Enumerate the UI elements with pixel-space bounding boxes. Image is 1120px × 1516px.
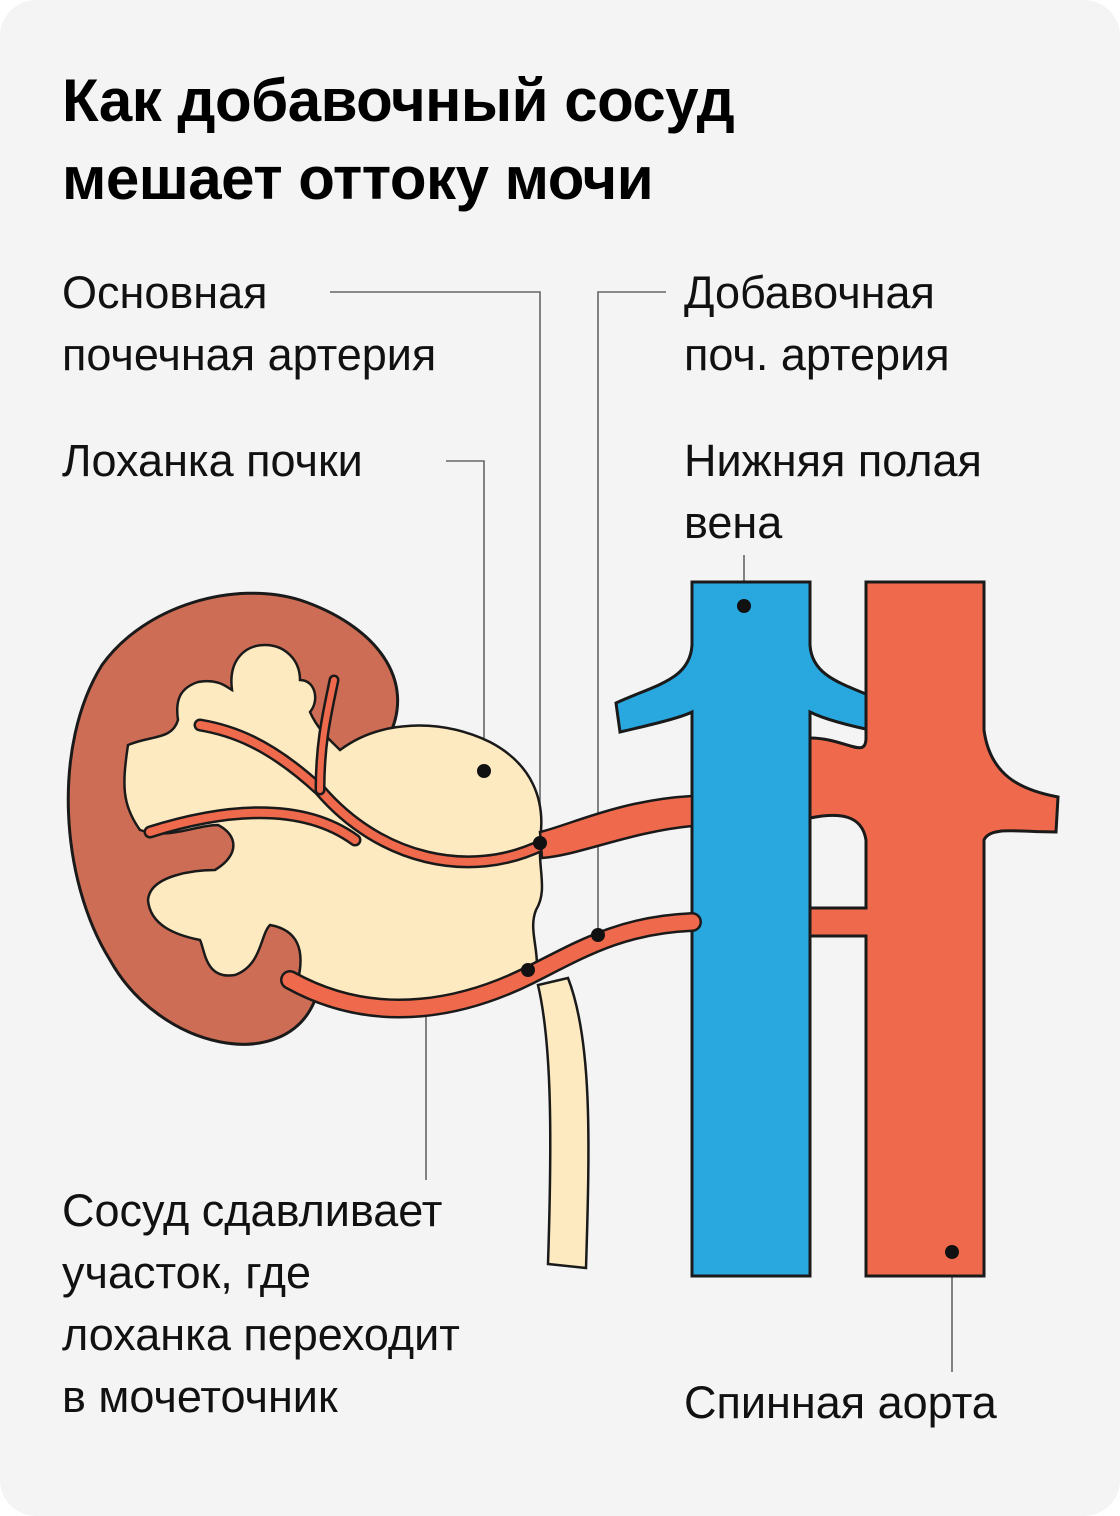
dot-renal-pelvis [477,764,491,778]
main-renal-artery [538,794,694,860]
label-line: Основная [62,267,268,318]
label-line: в мочеточник [62,1371,338,1422]
dot-accessory-artery [591,928,605,942]
page-title: Как добавочный сосуд мешает оттоку мочи [62,62,1062,218]
dot-vena-cava [737,599,751,613]
artery-branches [143,674,549,869]
dot-compression [521,963,535,977]
label-line: лоханка переходит [62,1309,460,1360]
label-compression: Сосуд сдавливает участок, где лоханка пе… [62,1180,460,1428]
label-line: почечная артерия [62,329,437,380]
aorta [808,580,1060,1278]
title-line-1: Как добавочный сосуд [62,67,735,134]
label-vena-cava: Нижняя полая вена [684,430,982,554]
dot-main-artery [533,836,547,850]
leader-accessory-artery [597,291,666,935]
label-line: Сосуд сдавливает [62,1185,443,1236]
ureter [536,976,590,1270]
vena-cava [614,580,888,1278]
label-accessory-renal-artery: Добавочная поч. артерия [684,262,950,386]
leader-renal-pelvis [446,460,485,771]
label-main-renal-artery: Основная почечная артерия [62,262,436,386]
label-line: участок, где [62,1247,311,1298]
label-line: Лоханка почки [62,435,363,486]
label-line: поч. артерия [684,329,950,380]
accessory-renal-artery [280,912,702,1019]
marker-dots [477,599,959,1259]
label-aorta: Спинная аорта [684,1372,997,1434]
label-renal-pelvis: Лоханка почки [62,430,363,492]
dot-aorta [945,1245,959,1259]
label-line: Нижняя полая [684,435,982,486]
label-line: Добавочная [684,267,935,318]
label-line: Спинная аорта [684,1377,997,1428]
leader-main-artery [330,291,541,843]
label-line: вена [684,497,783,548]
title-line-2: мешает оттоку мочи [62,145,654,212]
